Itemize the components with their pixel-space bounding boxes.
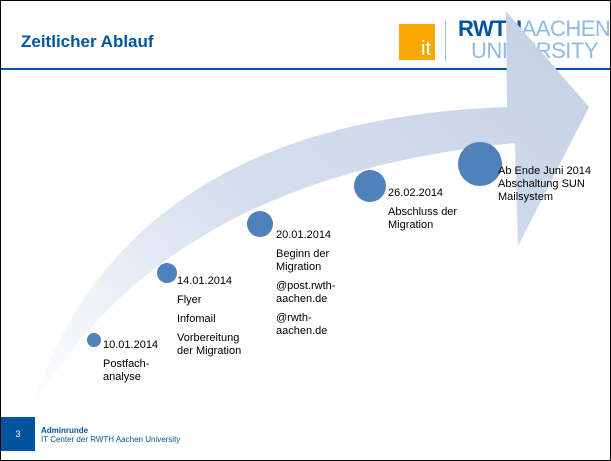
page-number: 3 <box>1 417 35 451</box>
milestone-date: Ab Ende Juni 2014 <box>498 165 591 177</box>
header-rule <box>1 68 610 70</box>
slide-title: Zeitlicher Ablauf <box>21 32 154 51</box>
milestone-3: 20.01.2014 Beginn der Migration @post.rw… <box>276 229 335 338</box>
milestone-text: Flyer <box>177 294 202 306</box>
milestone-5: Ab Ende Juni 2014 Abschaltung SUN Mailsy… <box>498 165 591 204</box>
milestone-2: 14.01.2014 Flyer Infomail Vorbereitung d… <box>177 275 241 358</box>
rwth-logo-aachen: AACHEN <box>521 16 611 41</box>
milestone-date: 20.01.2014 <box>276 229 332 241</box>
milestone-text: Migration <box>276 261 322 273</box>
milestone-dot-1 <box>87 333 101 347</box>
milestone-text: Infomail <box>177 313 216 325</box>
milestone-4: 26.02.2014 Abschluss der Migration <box>388 187 457 232</box>
milestone-text: aachen.de <box>276 325 328 337</box>
milestone-text: der Migration <box>177 345 242 357</box>
milestone-text: Abschaltung SUN <box>498 178 585 190</box>
milestone-text: analyse <box>103 371 141 383</box>
milestone-date: 26.02.2014 <box>388 187 444 199</box>
milestone-1: 10.01.2014 Postfach- analyse <box>103 339 158 384</box>
footer-line-1: Adminrunde <box>41 426 89 435</box>
milestone-dot-5 <box>458 142 502 186</box>
milestone-text: aachen.de <box>276 293 328 305</box>
milestone-text: Migration <box>388 219 434 231</box>
milestone-text: Abschluss der <box>388 206 458 218</box>
milestone-date: 14.01.2014 <box>177 275 233 287</box>
milestone-text: Vorbereitung <box>177 332 240 344</box>
milestone-dot-4 <box>354 170 386 202</box>
footer-line-2: IT Center der RWTH Aachen University <box>41 435 181 444</box>
milestone-text: Beginn der <box>276 248 330 260</box>
milestone-text: @post.rwth- <box>276 280 336 292</box>
milestone-dot-3 <box>247 211 273 237</box>
footer-text: Adminrunde IT Center der RWTH Aachen Uni… <box>41 426 180 444</box>
milestone-dot-2 <box>157 263 177 283</box>
milestone-text: Mailsystem <box>498 191 554 203</box>
logo-divider <box>445 21 446 61</box>
milestone-text: @rwth- <box>276 312 312 324</box>
milestone-text: Postfach- <box>103 358 150 370</box>
milestone-date: 10.01.2014 <box>103 339 159 351</box>
timeline-arrow <box>29 11 589 415</box>
rwth-logo-rwth: RWTH <box>458 16 522 41</box>
it-center-logo: it <box>399 24 435 60</box>
